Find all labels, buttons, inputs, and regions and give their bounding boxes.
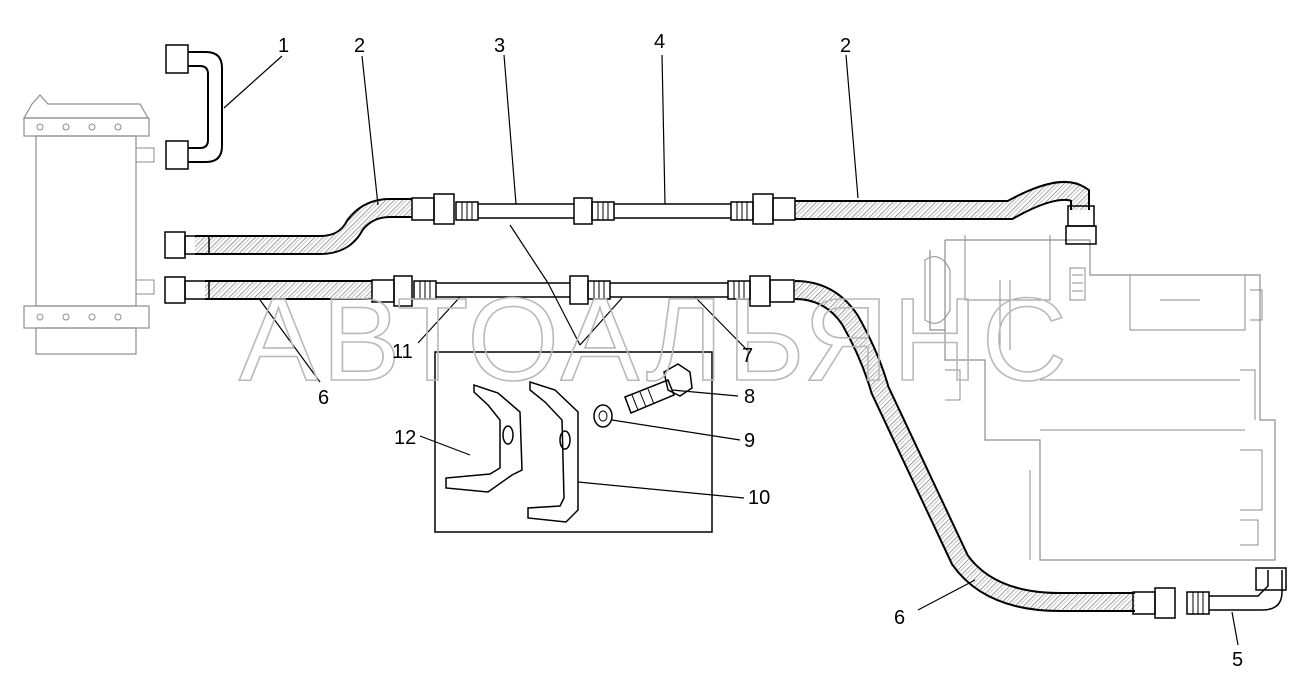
callout-2-left: 2 bbox=[354, 35, 365, 57]
watermark-text: АВТОАЛЬЯНС bbox=[239, 274, 1071, 406]
callout-3: 3 bbox=[494, 35, 505, 57]
tube-1 bbox=[165, 44, 223, 170]
callout-6-right: 6 bbox=[894, 607, 905, 629]
hose-2 bbox=[164, 180, 1097, 259]
callout-6-left: 6 bbox=[318, 387, 329, 409]
callout-7: 7 bbox=[742, 345, 753, 367]
callout-8: 8 bbox=[744, 386, 755, 408]
tube-5 bbox=[1186, 567, 1287, 615]
leader-lines bbox=[223, 54, 1239, 646]
callout-12: 12 bbox=[394, 427, 416, 449]
callout-5: 5 bbox=[1232, 649, 1243, 671]
callout-2-right: 2 bbox=[840, 35, 851, 57]
callout-1: 1 bbox=[278, 35, 289, 57]
callout-11: 11 bbox=[392, 341, 413, 363]
callout-10: 10 bbox=[748, 487, 770, 509]
engine-housing bbox=[924, 235, 1276, 561]
callout-9: 9 bbox=[744, 430, 755, 452]
oil-cooler bbox=[22, 94, 155, 355]
callout-4: 4 bbox=[654, 31, 665, 53]
hose-6 bbox=[164, 275, 1176, 619]
tube-3-4 bbox=[455, 197, 754, 225]
callout-labels: 1 2 3 4 2 5 6 6 7 8 9 10 11 12 bbox=[278, 31, 1243, 671]
tube-7 bbox=[413, 275, 751, 305]
